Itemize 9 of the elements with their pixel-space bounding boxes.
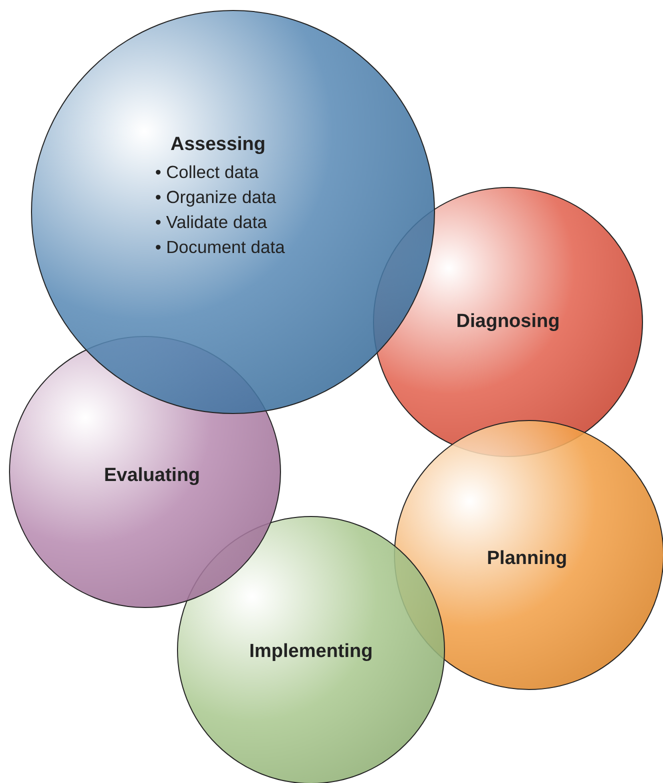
bullet-item: • Validate data — [155, 211, 268, 234]
stage-heading: Evaluating — [104, 465, 200, 487]
stage-heading: Planning — [486, 548, 568, 570]
bullet-item: • Collect data — [155, 161, 260, 184]
stage-heading: Implementing — [249, 641, 373, 663]
stage-heading: Assessing — [170, 134, 266, 156]
stage-heading: Diagnosing — [456, 311, 560, 333]
bullet-item: • Document data — [155, 236, 285, 259]
bullet-item: • Organize data — [155, 186, 278, 209]
